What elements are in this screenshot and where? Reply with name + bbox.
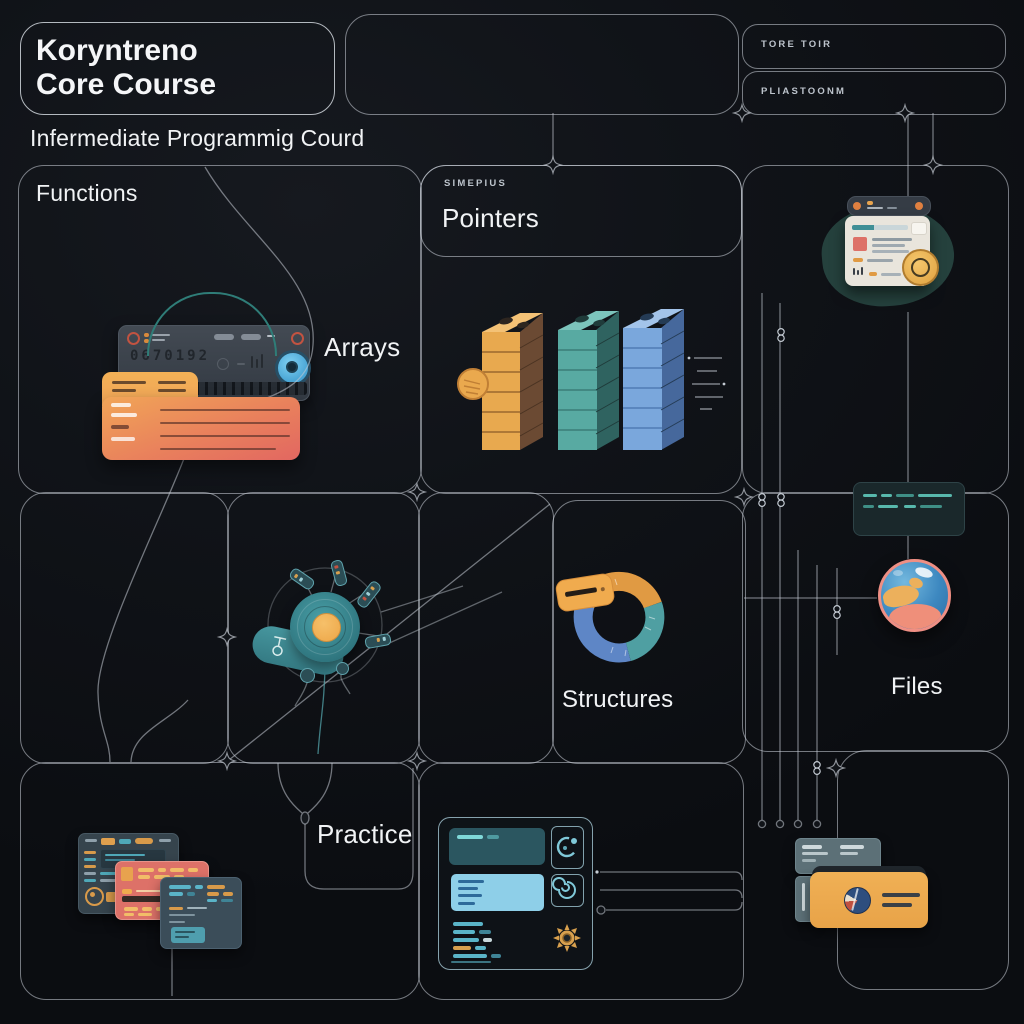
node-ring-icon	[757, 819, 822, 829]
arrays-label: Arrays	[324, 332, 401, 362]
satellite-node-icon	[336, 662, 349, 675]
satellite-node-icon	[300, 668, 315, 683]
top-right-box2-label: PLIASTOONM	[761, 86, 847, 97]
code-card-slate-icon	[160, 877, 242, 949]
page-title-line2: Core Course	[36, 68, 217, 101]
reel-icon	[275, 350, 311, 386]
page-subtitle: Infermediate Programmig Courd	[30, 125, 365, 151]
cell-top-right-2[interactable]	[742, 71, 1006, 115]
page-title-line1: Koryntreno	[36, 34, 198, 67]
top-right-box1-label: TORE TOIR	[761, 39, 833, 50]
globe-icon	[878, 559, 951, 632]
donut-chart-icon	[555, 571, 665, 663]
browser-toolbar-icon	[847, 196, 931, 216]
terminal-panel-icon	[853, 482, 965, 536]
practice-panel-icon	[438, 817, 593, 970]
pointers-label: Pointers	[442, 203, 539, 233]
cert-card-orange-icon	[810, 872, 928, 928]
cell-title	[20, 22, 335, 115]
cell-top-right-1[interactable]	[742, 24, 1006, 69]
practice-label: Practice	[317, 819, 413, 849]
cell-top-middle	[345, 14, 739, 115]
functions-label: Functions	[36, 180, 138, 206]
cell-mid-center	[418, 492, 554, 764]
coin-icon	[457, 368, 489, 400]
memory-stack-orange-icon	[457, 313, 544, 450]
cell-pointers[interactable]	[420, 165, 742, 257]
structures-label: Structures	[562, 686, 674, 713]
memory-stack-icons	[457, 309, 685, 450]
cell-mid-left-a	[20, 492, 229, 764]
dial-center-icon	[312, 613, 341, 642]
gear-icon	[553, 924, 581, 952]
cell-practice[interactable]	[418, 762, 744, 1000]
tag-icon	[555, 573, 615, 612]
folder-body	[102, 397, 300, 460]
memory-stack-blue-icon	[623, 309, 685, 450]
spiral-icon	[551, 874, 584, 907]
pointers-eyebrow: SIMEPIUS	[444, 178, 507, 189]
orbit-icon	[551, 826, 584, 869]
files-label: Files	[891, 673, 943, 700]
memory-stack-teal-icon	[558, 311, 620, 450]
badge-coin-icon	[902, 249, 939, 286]
cell-structures[interactable]	[552, 500, 746, 764]
